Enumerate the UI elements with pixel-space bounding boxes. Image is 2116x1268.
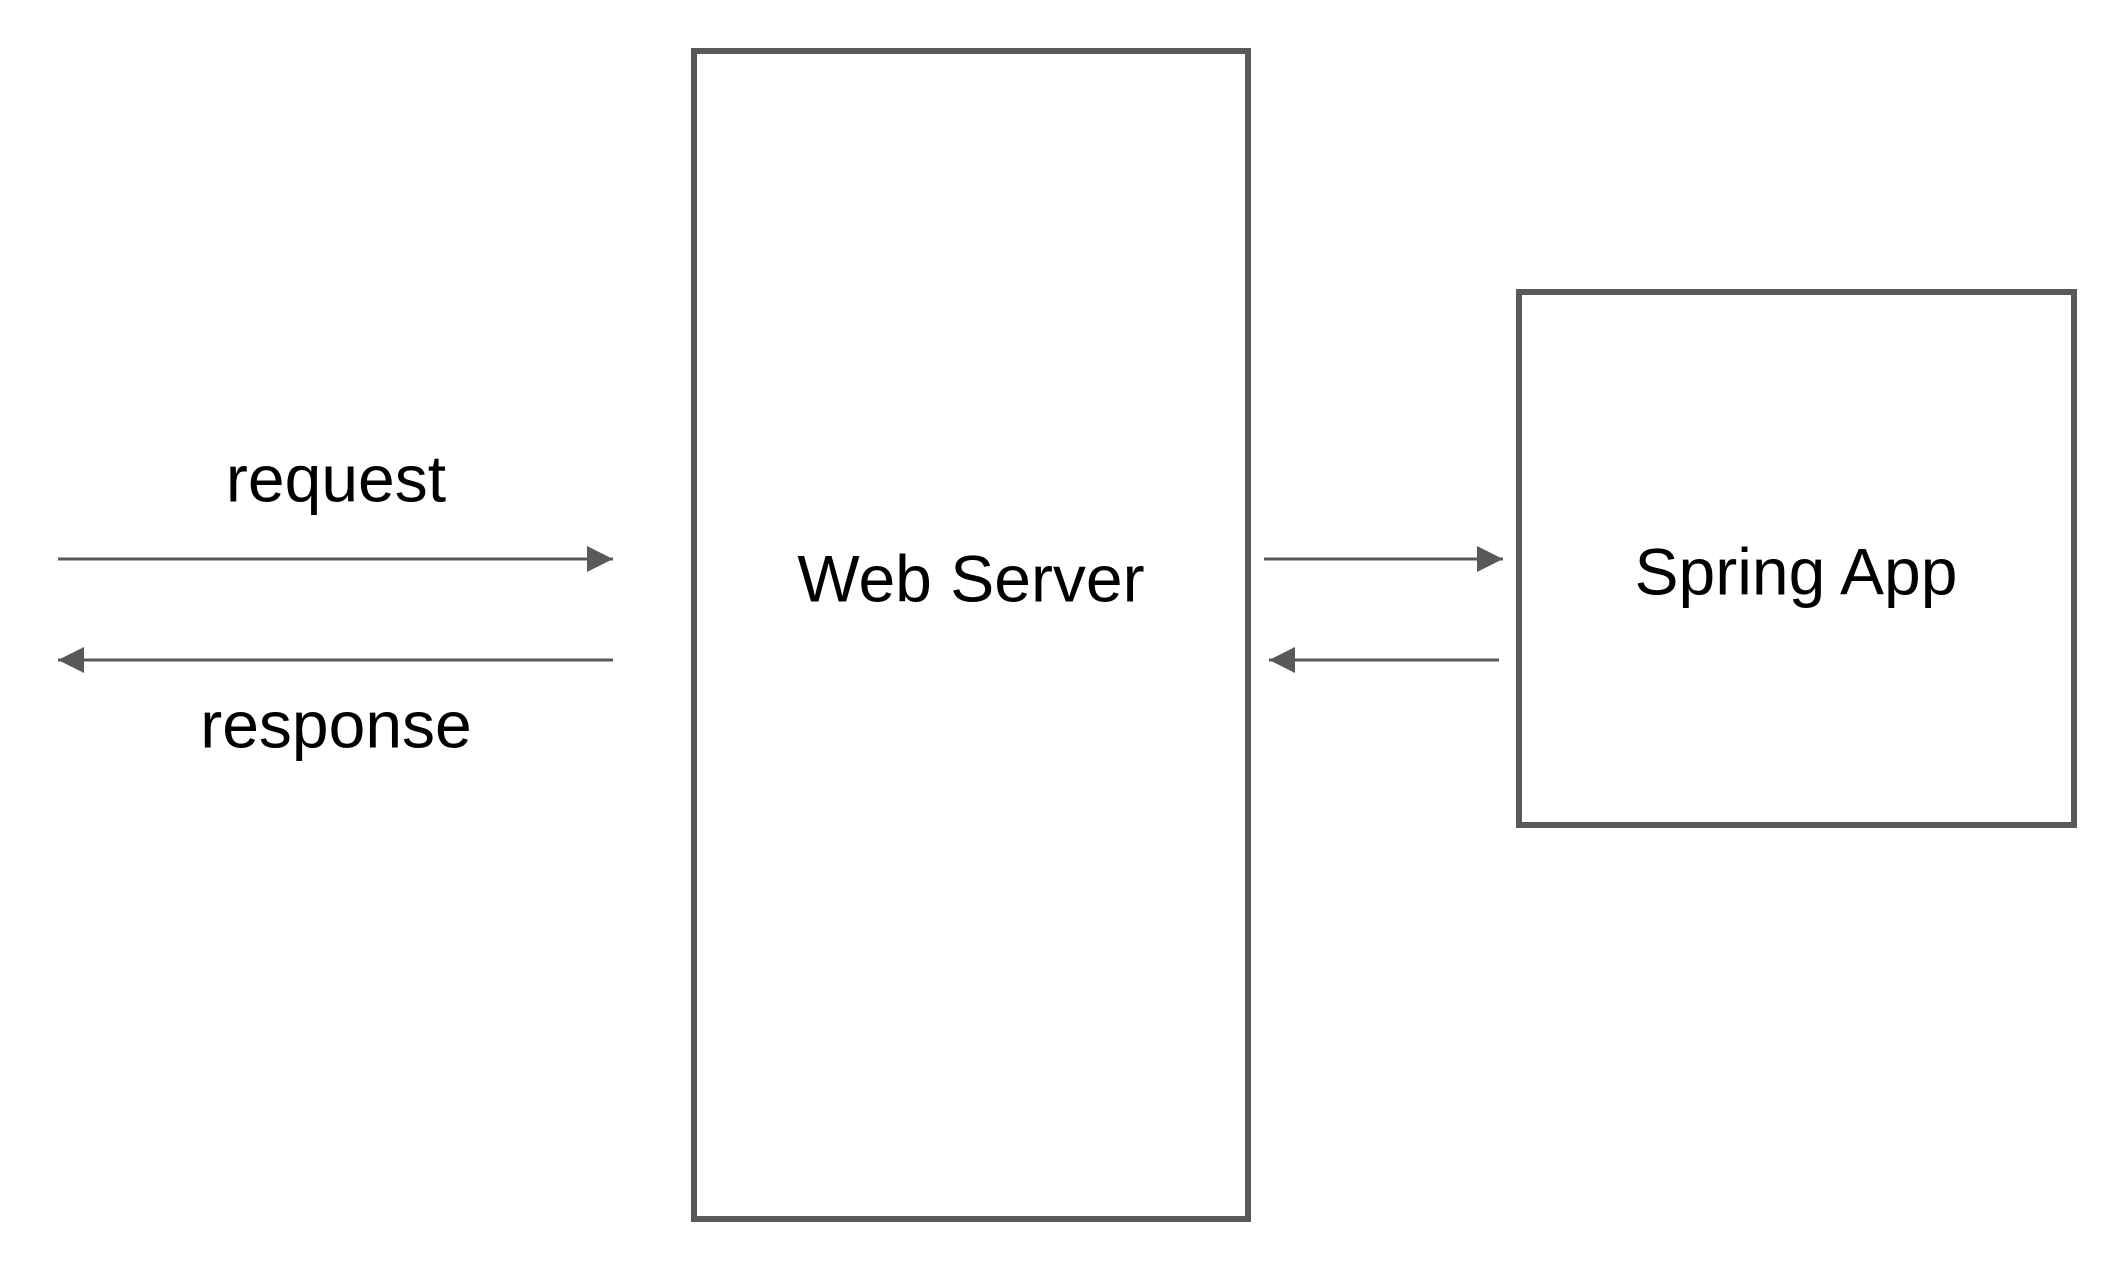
spring-app-box xyxy=(1516,289,2077,828)
request-label: request xyxy=(226,441,446,515)
web-server-node: Web Server xyxy=(691,48,1251,1222)
spring-app-node: Spring App xyxy=(1516,289,2077,828)
spring-app-label: Spring App xyxy=(1635,534,1958,608)
web-server-label: Web Server xyxy=(797,541,1144,615)
response-label: response xyxy=(200,687,472,761)
web-server-box xyxy=(691,48,1251,1222)
